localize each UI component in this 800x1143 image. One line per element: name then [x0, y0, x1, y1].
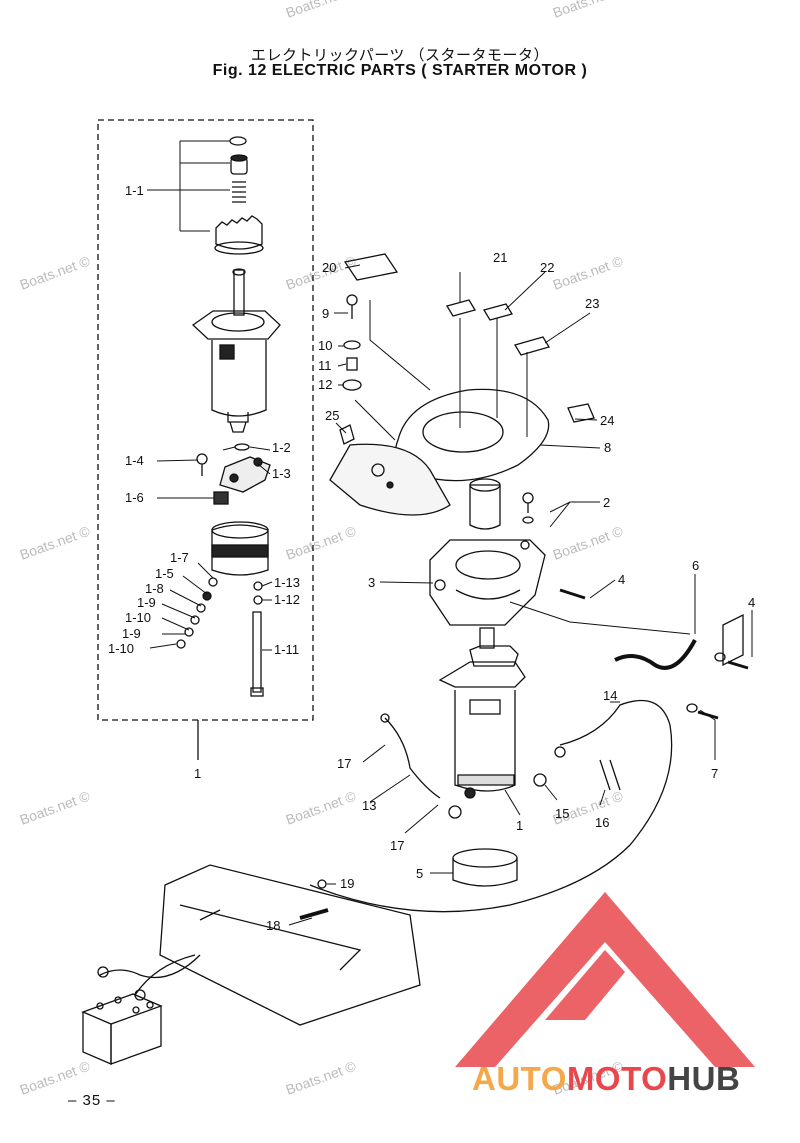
callout-1-group: 1: [194, 766, 201, 781]
callout-12: 12: [318, 377, 332, 392]
svg-text:Boats.net ©: Boats.net ©: [551, 522, 626, 562]
svg-text:Boats.net ©: Boats.net ©: [551, 252, 626, 292]
callout-16: 16: [595, 815, 609, 830]
svg-text:Boats.net ©: Boats.net ©: [284, 1057, 359, 1097]
svg-text:Boats.net ©: Boats.net ©: [284, 522, 359, 562]
callout-1-1: 1-1: [125, 183, 144, 198]
callout-8: 8: [604, 440, 611, 455]
callout-1-13: 1-13: [274, 575, 300, 590]
callout-21: 21: [493, 250, 507, 265]
svg-text:Boats.net ©: Boats.net ©: [18, 522, 93, 562]
brand-logo: [455, 892, 755, 1067]
callout-11: 11: [318, 358, 332, 373]
starter-bracket: [429, 539, 546, 626]
brand-auto: AUTO: [472, 1060, 567, 1097]
starter-exploded-parts: [176, 136, 281, 697]
starter-motor-assembly: [438, 627, 526, 799]
callout-18: 18: [266, 918, 280, 933]
svg-text:Boats.net ©: Boats.net ©: [18, 252, 93, 292]
callout-1-10b: 1-10: [108, 641, 134, 656]
callout-1-5: 1-5: [155, 566, 174, 581]
wiring: [309, 699, 673, 913]
callout-19: 19: [340, 876, 354, 891]
callout-labels: 1-1 1-2 1-3 1-4 1-5 1-6 1-7 1-8 1-9 1-10…: [108, 183, 755, 933]
callout-3: 3: [368, 575, 375, 590]
svg-text:Boats.net ©: Boats.net ©: [284, 0, 359, 21]
callout-4a: 4: [618, 572, 625, 587]
leader-lines: [147, 140, 753, 926]
callout-17b: 17: [390, 838, 404, 853]
callout-5: 5: [416, 866, 423, 881]
figure-title: Fig. 12 ELECTRIC PARTS ( STARTER MOTOR ): [212, 62, 588, 79]
flywheel-cover: [329, 388, 550, 530]
callout-2: 2: [603, 495, 610, 510]
title-japanese: エレクトリックパーツ （スタータモータ）: [250, 47, 550, 64]
svg-text:Boats.net ©: Boats.net ©: [551, 0, 626, 21]
starter-ring: [452, 848, 518, 887]
callout-1-8: 1-8: [145, 581, 164, 596]
callout-14: 14: [603, 688, 617, 703]
mounting-band: [614, 639, 697, 670]
svg-text:Boats.net ©: Boats.net ©: [284, 787, 359, 827]
callout-1-10a: 1-10: [125, 610, 151, 625]
callout-1: 1: [516, 818, 523, 833]
battery: [81, 993, 163, 1065]
mounting-plate: [722, 613, 744, 667]
watermarks: Boats.net © Boats.net © Boats.net © Boat…: [18, 0, 626, 1098]
callout-1-9b: 1-9: [122, 626, 141, 641]
callout-1-11: 1-11: [274, 642, 299, 657]
callout-1-4: 1-4: [125, 453, 144, 468]
callout-1-9a: 1-9: [137, 595, 156, 610]
callout-1-7: 1-7: [170, 550, 189, 565]
callout-4b: 4: [748, 595, 755, 610]
callout-17a: 17: [337, 756, 351, 771]
callout-25: 25: [325, 408, 339, 423]
page-number: – 35 –: [68, 1092, 116, 1109]
callout-13: 13: [362, 798, 376, 813]
callout-1-12: 1-12: [274, 592, 300, 607]
callout-24: 24: [600, 413, 614, 428]
callout-7: 7: [711, 766, 718, 781]
svg-text:Boats.net ©: Boats.net ©: [18, 787, 93, 827]
lower-frame: [97, 864, 421, 1026]
brand-wordmark: AUTOMOTOHUB: [472, 1060, 740, 1098]
brand-moto: MOTO: [566, 1060, 668, 1097]
callout-1-2: 1-2: [272, 440, 291, 455]
callout-1-6: 1-6: [125, 490, 144, 505]
callout-23: 23: [585, 296, 599, 311]
callout-20: 20: [322, 260, 336, 275]
callout-10: 10: [318, 338, 332, 353]
callout-9: 9: [322, 306, 329, 321]
callout-15: 15: [555, 806, 569, 821]
exploded-view-box: [97, 119, 314, 721]
callout-22: 22: [540, 260, 554, 275]
callout-1-3: 1-3: [272, 466, 291, 481]
brand-hub: HUB: [667, 1060, 741, 1097]
callout-6: 6: [692, 558, 699, 573]
small-hardware: [299, 253, 749, 920]
